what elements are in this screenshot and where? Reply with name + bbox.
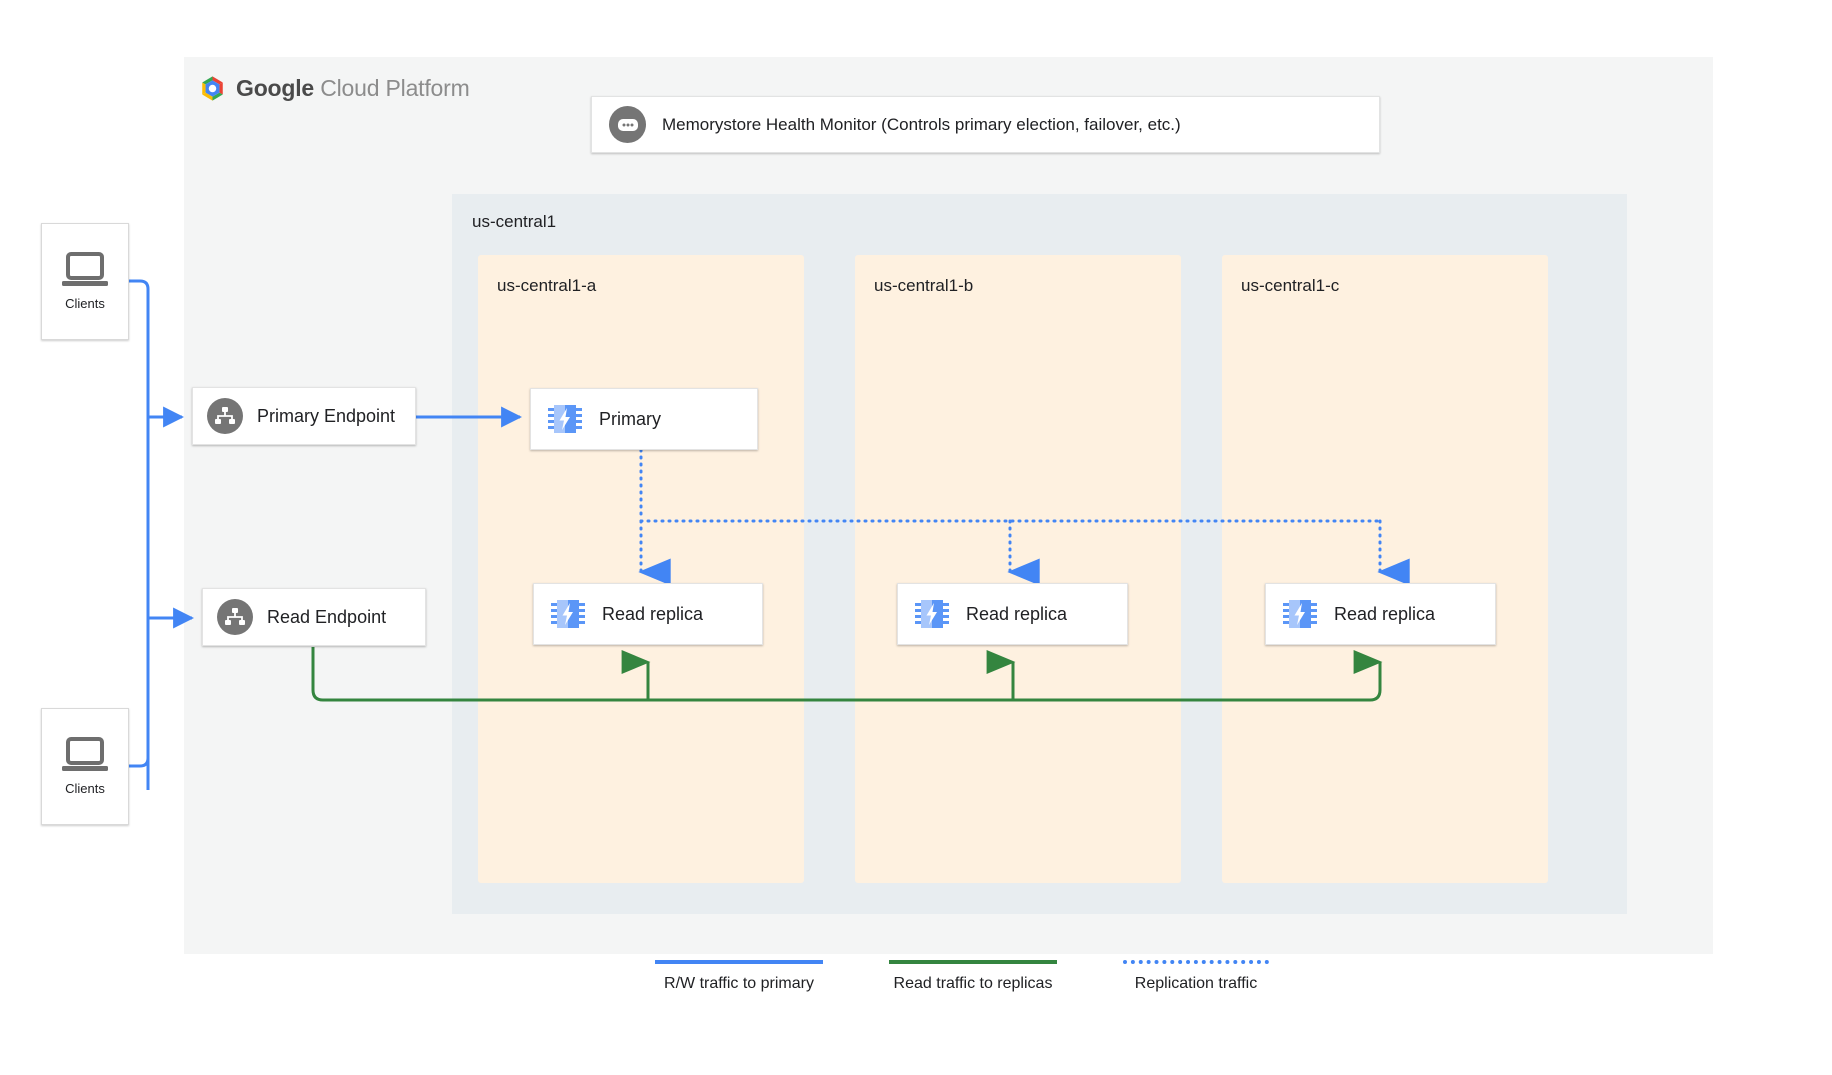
read-endpoint-node[interactable]: Read Endpoint <box>202 588 426 646</box>
memorystore-chip-icon <box>551 600 585 628</box>
primary-instance-node[interactable]: Primary <box>530 388 758 450</box>
zone-us-central1-c: us-central1-c <box>1222 255 1548 883</box>
memorystore-chip-icon <box>548 405 582 433</box>
read-replica-b-node[interactable]: Read replica <box>897 583 1128 645</box>
memorystore-chip-icon <box>915 600 949 628</box>
legend-swatch-replication <box>1123 960 1269 964</box>
legend-label-read: Read traffic to replicas <box>893 975 1053 992</box>
legend-item-read: Read traffic to replicas <box>889 960 1057 993</box>
zone-us-central1-a: us-central1-a <box>478 255 804 883</box>
zone-label-a: us-central1-a <box>497 276 597 295</box>
gcp-logo-brand: Google <box>236 75 315 101</box>
legend-swatch-rw <box>655 960 823 964</box>
clients-bottom[interactable]: Clients <box>41 708 129 825</box>
laptop-icon <box>62 252 108 286</box>
primary-instance-label: Primary <box>599 408 661 429</box>
clients-bottom-label: Clients <box>65 781 105 796</box>
endpoint-hierarchy-icon <box>207 398 243 434</box>
google-cloud-hexagon-icon <box>202 76 223 101</box>
wire-client-top-bus <box>129 279 150 790</box>
health-monitor-bar[interactable]: Memorystore Health Monitor (Controls pri… <box>591 96 1380 153</box>
laptop-icon <box>62 737 108 771</box>
health-monitor-icon <box>609 106 646 143</box>
zone-label-c: us-central1-c <box>1241 276 1340 295</box>
zone-label-b: us-central1-b <box>874 276 974 295</box>
gcp-logo-suffix: Cloud Platform <box>320 75 470 101</box>
legend-label-replication: Replication traffic <box>1134 975 1258 992</box>
legend-swatch-read <box>889 960 1057 964</box>
region-label: us-central1 <box>472 212 557 231</box>
read-replica-a-label: Read replica <box>602 603 704 624</box>
legend-item-rw: R/W traffic to primary <box>655 960 823 993</box>
read-replica-c-node[interactable]: Read replica <box>1265 583 1496 645</box>
primary-endpoint-label: Primary Endpoint <box>257 405 396 426</box>
zone-us-central1-b: us-central1-b <box>855 255 1181 883</box>
read-replica-c-label: Read replica <box>1334 603 1436 624</box>
legend-item-replication: Replication traffic <box>1123 960 1269 993</box>
legend-label-rw: R/W traffic to primary <box>664 975 814 992</box>
memorystore-chip-icon <box>1283 600 1317 628</box>
clients-top[interactable]: Clients <box>41 223 129 340</box>
read-replica-b-label: Read replica <box>966 603 1068 624</box>
gcp-logo: Google Cloud Platform <box>198 74 470 103</box>
wire-client-bottom-bus <box>129 700 150 768</box>
read-replica-a-node[interactable]: Read replica <box>533 583 763 645</box>
clients-top-label: Clients <box>65 296 105 311</box>
read-endpoint-label: Read Endpoint <box>267 606 387 627</box>
endpoint-hierarchy-icon <box>217 599 253 635</box>
legend: R/W traffic to primary Read traffic to r… <box>655 960 1269 993</box>
health-monitor-label: Memorystore Health Monitor (Controls pri… <box>662 114 1181 134</box>
gcp-logo-text: Google Cloud Platform <box>236 75 470 102</box>
primary-endpoint-node[interactable]: Primary Endpoint <box>192 387 416 445</box>
